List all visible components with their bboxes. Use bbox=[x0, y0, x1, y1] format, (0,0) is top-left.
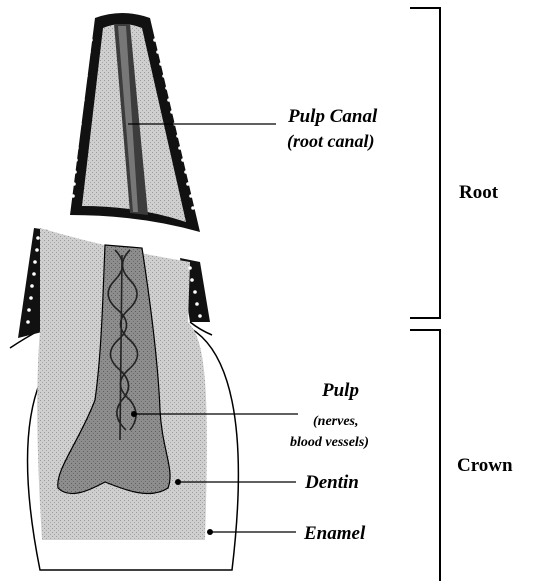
root-bracket bbox=[410, 8, 440, 318]
dentin-label: Dentin bbox=[304, 472, 359, 493]
pulp-detail-line1: (nerves, bbox=[313, 414, 359, 429]
root-label: Root bbox=[459, 182, 499, 203]
pulp-canal-label: Pulp Canal bbox=[287, 106, 378, 127]
root-canal-label: (root canal) bbox=[287, 131, 375, 152]
pulp-detail-line2: blood vessels) bbox=[290, 435, 369, 450]
pulp-label: Pulp bbox=[321, 380, 359, 401]
crown-label: Crown bbox=[457, 455, 513, 476]
brackets bbox=[410, 8, 440, 581]
lower-tooth bbox=[10, 228, 238, 570]
upper-root-fragment bbox=[70, 13, 200, 232]
enamel-label: Enamel bbox=[303, 523, 366, 544]
crown-bracket bbox=[410, 330, 440, 581]
